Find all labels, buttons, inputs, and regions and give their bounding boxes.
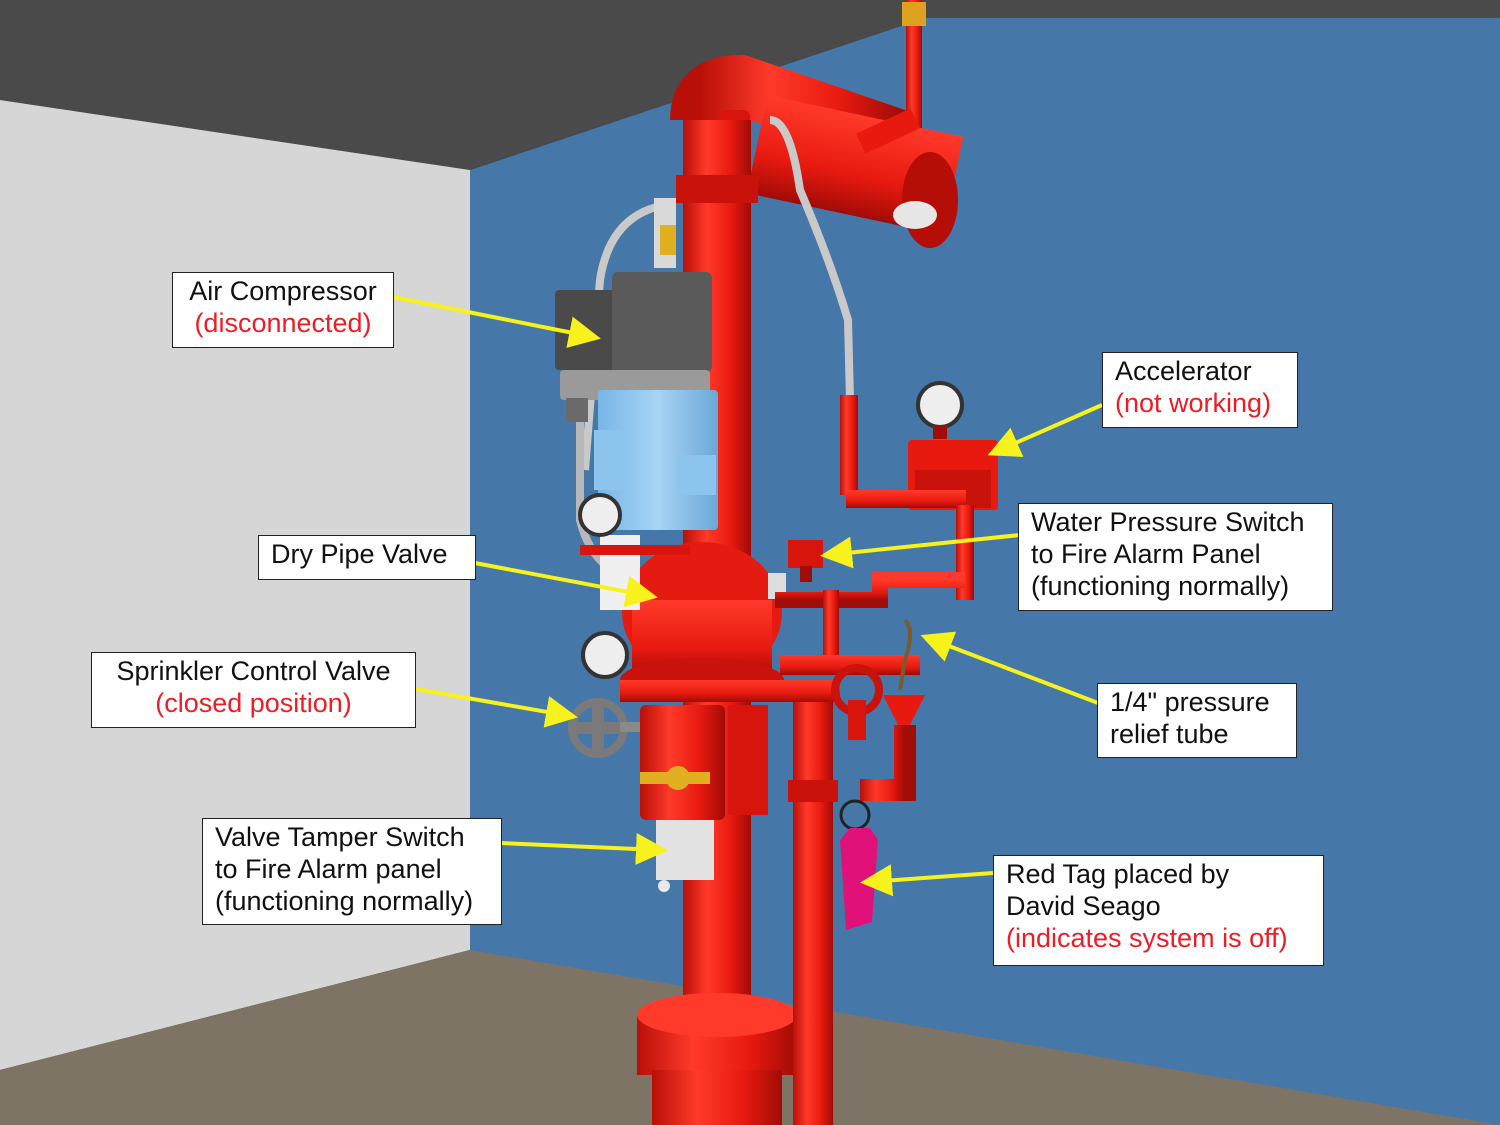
label-red-tag: Red Tag placed by David Seago (indicates… [993,855,1324,966]
red-tag-line1: Red Tag placed by [1006,859,1230,889]
pressure-relief-tube-line1: 1/4" pressure [1110,687,1270,717]
label-water-pressure-switch: Water Pressure Switch to Fire Alarm Pane… [1018,503,1333,611]
valve-tamper-switch-line1: Valve Tamper Switch [215,822,465,852]
accelerator-title: Accelerator [1115,356,1252,386]
valve-tamper-switch-line2: to Fire Alarm panel [215,854,442,884]
water-pressure-switch-line1: Water Pressure Switch [1031,507,1305,537]
air-compressor-title: Air Compressor [189,276,377,306]
ceiling [0,0,1500,170]
pressure-relief-tube-line2: relief tube [1110,719,1229,749]
red-tag-line2: David Seago [1006,891,1161,921]
water-pressure-switch-line2: to Fire Alarm Panel [1031,539,1261,569]
label-air-compressor: Air Compressor (disconnected) [172,272,394,348]
red-tag-status: (indicates system is off) [1006,923,1288,953]
label-accelerator: Accelerator (not working) [1102,352,1298,428]
red-tag [840,828,878,930]
label-dry-pipe-valve: Dry Pipe Valve [258,535,476,580]
air-compressor-status: (disconnected) [194,308,372,338]
valve-tamper-switch-line3: (functioning normally) [215,886,474,916]
dry-pipe-valve-title: Dry Pipe Valve [271,539,448,569]
sprinkler-control-valve-title: Sprinkler Control Valve [116,656,391,686]
label-sprinkler-control-valve: Sprinkler Control Valve (closed position… [91,652,416,728]
sprinkler-control-valve-status: (closed position) [155,688,352,718]
callout-arrows [392,295,1103,897]
label-pressure-relief-tube: 1/4" pressure relief tube [1097,683,1297,758]
accelerator-status: (not working) [1115,388,1272,418]
label-valve-tamper-switch: Valve Tamper Switch to Fire Alarm panel … [202,818,502,925]
water-pressure-switch-line3: (functioning normally) [1031,571,1290,601]
